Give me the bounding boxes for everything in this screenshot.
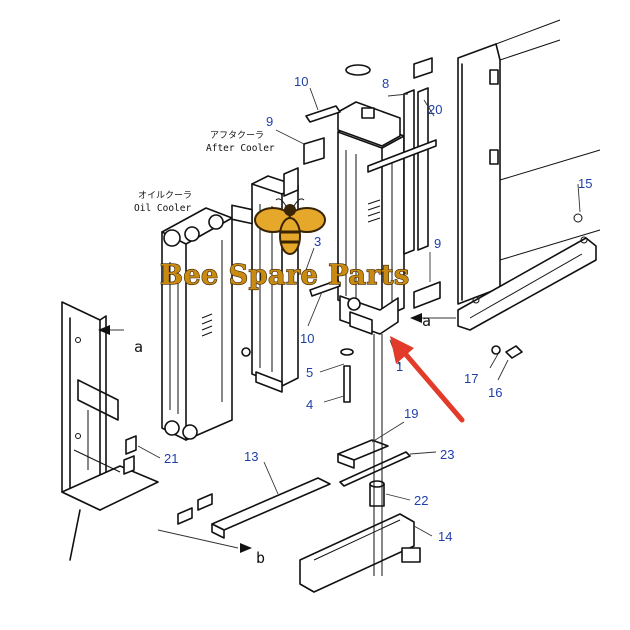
after-cooler-label-jp: アフタクーラ — [210, 130, 264, 141]
callout-9-right: 9 — [434, 236, 441, 251]
callout-15: 15 — [578, 176, 592, 191]
oil-cooler — [161, 207, 233, 441]
callout-17: 17 — [464, 371, 478, 386]
radiator-assembly — [337, 64, 405, 335]
view-marker-a-left: a — [134, 338, 143, 356]
oil-cooler-label-jp: オイルクーラ — [138, 190, 192, 201]
callout-22: 22 — [414, 493, 428, 508]
left-frame-bracket — [61, 301, 159, 561]
callout-5: 5 — [306, 365, 313, 380]
highlight-arrow — [390, 336, 465, 423]
leader-lines — [100, 87, 581, 549]
callout-16: 16 — [488, 385, 502, 400]
lower-mounting — [211, 334, 421, 593]
callout-13: 13 — [244, 449, 258, 464]
small-parts — [123, 105, 523, 525]
callout-14: 14 — [438, 529, 452, 544]
callout-3: 3 — [314, 234, 321, 249]
view-arrow-a-right — [410, 313, 422, 323]
callout-19: 19 — [404, 406, 418, 421]
bee-icon — [254, 198, 326, 255]
callout-9-left: 9 — [266, 114, 273, 129]
callout-10-top: 10 — [294, 74, 308, 89]
callout-21: 21 — [164, 451, 178, 466]
view-marker-b: b — [256, 549, 265, 567]
view-marker-a-right: a — [422, 312, 431, 330]
callout-1: 1 — [396, 359, 403, 374]
brand-name: Bee Spare Parts — [160, 260, 410, 291]
view-arrow-b — [240, 543, 252, 553]
callout-4: 4 — [306, 397, 313, 412]
callout-20: 20 — [428, 102, 442, 117]
callout-23: 23 — [440, 447, 454, 462]
oil-cooler-label-en: Oil Cooler — [134, 203, 191, 214]
callout-10-lower: 10 — [300, 331, 314, 346]
view-arrow-a-left — [98, 325, 110, 335]
lower-side-bracket — [457, 213, 597, 331]
callout-8: 8 — [382, 76, 389, 91]
side-bars — [403, 19, 601, 305]
after-cooler-label-en: After Cooler — [206, 143, 275, 154]
